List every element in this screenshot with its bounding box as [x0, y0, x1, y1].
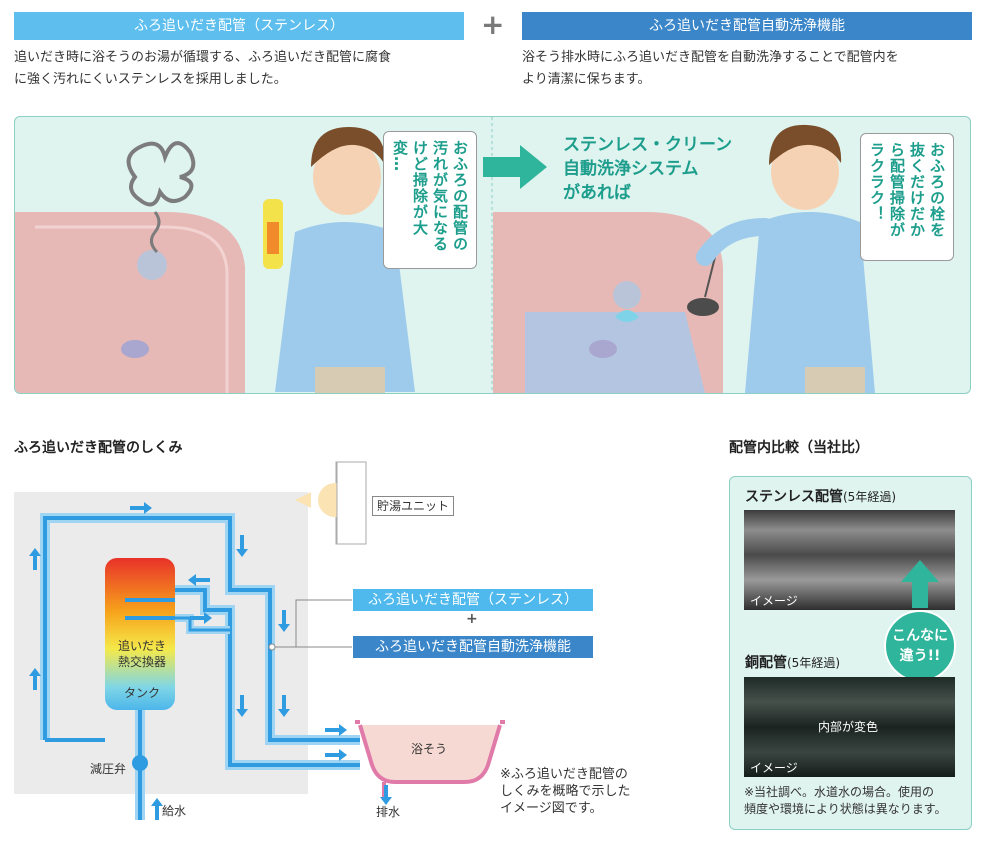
clean-system-text: ステンレス・クリーン 自動洗浄システム があれば: [563, 135, 733, 203]
stainless-description: 追いだき時に浴そうのお湯が循環する、ふろ追いだき配管に腐食 に強く汚れにくいステ…: [14, 50, 392, 87]
pressure-valve-label: 減圧弁: [90, 762, 127, 776]
tank: [105, 558, 175, 710]
water-supply-label: 給水: [162, 804, 187, 818]
copper-label: 銅配管(5年経過): [745, 655, 840, 671]
label-autowash: ふろ追いだき配管自動洗浄機能: [353, 636, 593, 658]
man-right-head: [771, 134, 839, 210]
auto-wash-description: 浴そう排水時にふろ追いだき配管を自動洗浄することで配管内を より清潔に保ちます。: [522, 50, 899, 87]
stainless-image-label: イメージ: [750, 594, 798, 608]
drain-label: 排水: [376, 805, 401, 819]
arrow-right-icon: [483, 145, 547, 189]
speech-bubble-right: おふろの栓を抜くだけだから配管掃除がラクラク！: [860, 133, 954, 261]
stainless-label: ステンレス配管(5年経過): [745, 489, 896, 505]
faucet-left: [137, 250, 167, 280]
auto-wash-header: ふろ追いだき配管自動洗浄機能: [522, 12, 972, 40]
diagram-title: ふろ追いだき配管のしくみ: [14, 440, 183, 456]
label-plus: +: [466, 611, 478, 627]
drain-left: [121, 340, 149, 358]
comparison-note: ※当社調べ。水道水の場合。使用の 頻度や環境により状態は異なります。: [744, 785, 947, 816]
tank-label: タンク: [123, 686, 160, 700]
comparison-title: 配管内比較（当社比）: [729, 440, 869, 456]
diagram-note: ※ふろ追いだき配管の しくみを概略で示した イメージ図です。: [500, 767, 631, 816]
dirt-scribble: [126, 141, 196, 207]
bathtub-diagram: [358, 724, 502, 784]
pipe-outer: [43, 516, 360, 742]
man-left-body: [275, 222, 415, 392]
bath-plug: [687, 298, 719, 316]
bath-illustration: [15, 117, 875, 393]
discolor-label: 内部が変色: [818, 720, 879, 734]
plus-sign: +: [481, 8, 505, 41]
label-stainless-pipe: ふろ追いだき配管（ステンレス）: [353, 589, 593, 611]
man-right-body: [745, 212, 875, 393]
difference-badge: こんなに 違う!!: [884, 610, 956, 682]
heat-exchanger-label: 追いだき 熱交換器: [117, 639, 166, 669]
bathtub-label: 浴そう: [411, 742, 448, 756]
illustration-panel: おふろの配管の汚れが気になるけど掃除が大変… ステンレス・クリーン 自動洗浄シス…: [14, 116, 971, 394]
speech-bubble-left: おふろの配管の汚れが気になるけど掃除が大変…: [383, 131, 477, 269]
copper-pipe-photo: [744, 677, 955, 777]
faucet-right: [613, 281, 641, 309]
man-left-head: [313, 139, 381, 215]
storage-unit-label: 貯湯ユニット: [372, 496, 455, 516]
pressure-valve: [132, 755, 148, 771]
arrow-up-icon: [901, 560, 939, 608]
stainless-pipe-header: ふろ追いだき配管（ステンレス）: [14, 12, 464, 40]
copper-image-label: イメージ: [750, 761, 798, 775]
drain-right: [589, 340, 617, 358]
piping-diagram: [29, 461, 505, 820]
flow-arrows: [29, 502, 347, 820]
bathtub-left: [15, 212, 245, 393]
